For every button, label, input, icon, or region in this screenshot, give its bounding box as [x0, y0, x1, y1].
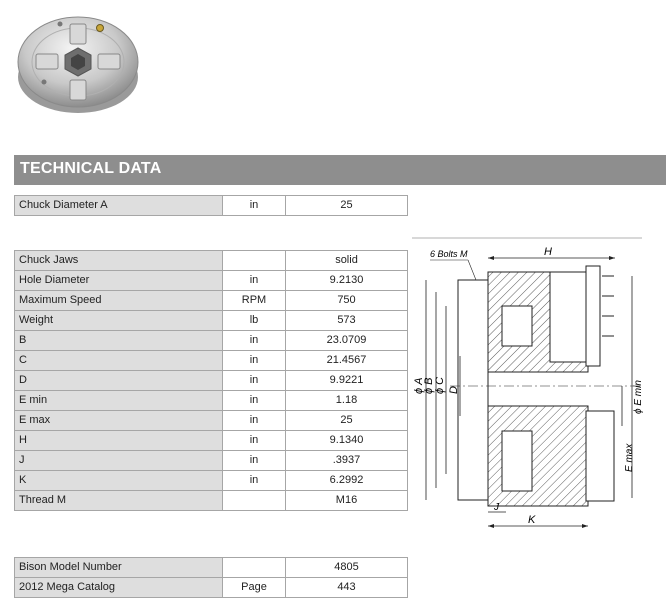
row-label: Chuck Diameter A — [14, 195, 223, 216]
row-value: 1.18 — [285, 390, 408, 411]
row-value: 4805 — [285, 557, 408, 578]
section-title: TECHNICAL DATA — [20, 160, 162, 177]
dim-c-label: ϕ C — [434, 377, 446, 394]
row-value: 25 — [285, 410, 408, 431]
row-value: M16 — [285, 490, 408, 511]
row-unit: in — [222, 430, 286, 451]
row-label: Weight — [14, 310, 223, 331]
row-unit: in — [222, 195, 286, 216]
row-value: 25 — [285, 195, 408, 216]
row-unit: in — [222, 330, 286, 351]
row-unit: Page — [222, 577, 286, 598]
row-label: H — [14, 430, 223, 451]
table-row: Thread M M16 — [14, 490, 408, 511]
row-value: 6.2992 — [285, 470, 408, 491]
row-unit — [222, 490, 286, 511]
row-unit: in — [222, 270, 286, 291]
row-unit: in — [222, 390, 286, 411]
row-label: K — [14, 470, 223, 491]
row-label: 2012 Mega Catalog — [14, 577, 223, 598]
dim-b-label: ϕ B — [423, 377, 435, 394]
row-unit: in — [222, 370, 286, 391]
row-value: .3937 — [285, 450, 408, 471]
model-catalog-table: Bison Model Number 4805 2012 Mega Catalog… — [14, 557, 408, 598]
dim-emax-label: E max — [624, 443, 635, 472]
row-value: solid — [285, 250, 408, 271]
chuck-dimension-drawing: H 6 Bolts M ϕ A ϕ B ϕ C D ϕ E min E max — [410, 236, 644, 536]
row-unit: in — [222, 350, 286, 371]
technical-data-header: TECHNICAL DATA — [14, 155, 666, 185]
row-label: J — [14, 450, 223, 471]
chuck-product-photo — [14, 2, 142, 128]
row-label: B — [14, 330, 223, 351]
row-unit: in — [222, 470, 286, 491]
table-row: Chuck Diameter A in 25 — [14, 195, 408, 216]
bolts-label: 6 Bolts M — [430, 249, 468, 259]
row-unit: in — [222, 410, 286, 431]
row-value: 21.4567 — [285, 350, 408, 371]
row-value: 9.2130 — [285, 270, 408, 291]
row-unit: RPM — [222, 290, 286, 311]
row-value: 750 — [285, 290, 408, 311]
dim-d-label: D — [448, 386, 460, 394]
dim-h-label: H — [544, 246, 552, 258]
row-value: 443 — [285, 577, 408, 598]
dim-j-label: J — [493, 502, 500, 513]
row-label: Maximum Speed — [14, 290, 223, 311]
chuck-diameter-table: Chuck Diameter A in 25 — [14, 195, 408, 216]
row-label: Hole Diameter — [14, 270, 223, 291]
row-value: 9.1340 — [285, 430, 408, 451]
dim-k-label: K — [528, 514, 536, 526]
row-unit — [222, 557, 286, 578]
row-label: C — [14, 350, 223, 371]
row-value: 573 — [285, 310, 408, 331]
row-label: E min — [14, 390, 223, 411]
row-label: E max — [14, 410, 223, 431]
table-row: Chuck Jaws solid — [14, 250, 408, 271]
row-label: Thread M — [14, 490, 223, 511]
table-row: Bison Model Number 4805 — [14, 557, 408, 578]
row-unit: in — [222, 450, 286, 471]
row-value: 23.0709 — [285, 330, 408, 351]
row-value: 9.9221 — [285, 370, 408, 391]
row-label: D — [14, 370, 223, 391]
row-unit: lb — [222, 310, 286, 331]
dim-a-label: ϕ A — [413, 377, 425, 394]
dim-emin-label: ϕ E min — [633, 380, 644, 414]
row-label: Chuck Jaws — [14, 250, 223, 271]
row-unit — [222, 250, 286, 271]
row-label: Bison Model Number — [14, 557, 223, 578]
